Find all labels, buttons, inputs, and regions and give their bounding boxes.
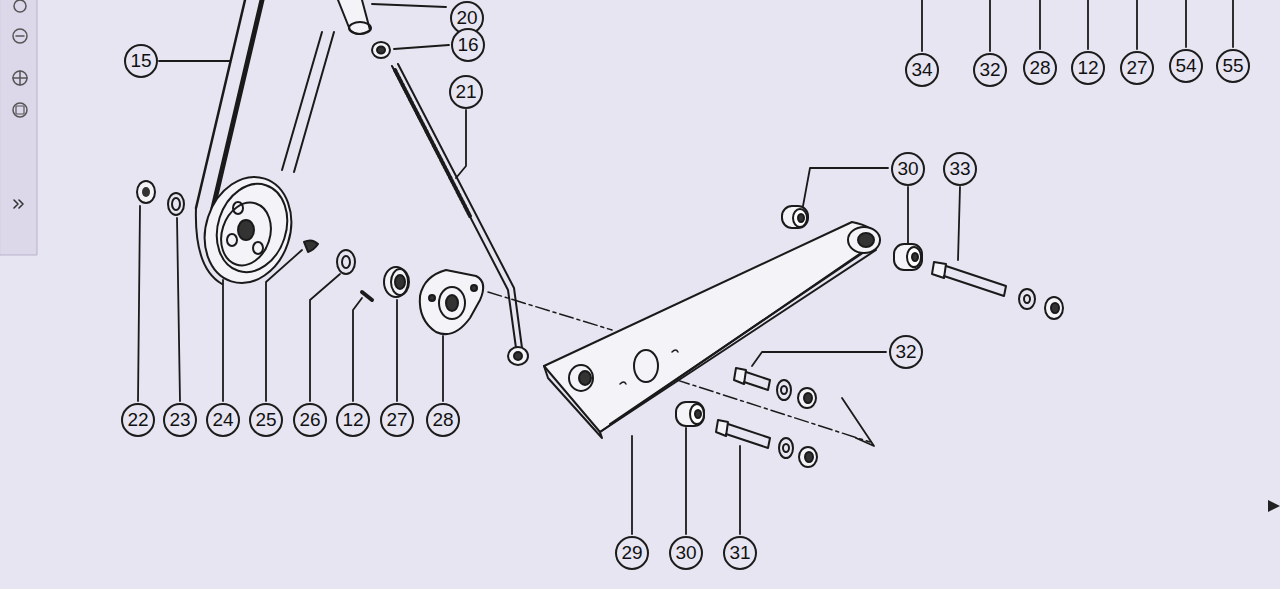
callout-number: 28	[1023, 51, 1057, 85]
callout-number: 12	[336, 403, 370, 437]
callout-number: 29	[615, 536, 649, 570]
part-22-hole	[142, 187, 150, 197]
callout-number: 30	[669, 536, 703, 570]
callout-number: 23	[163, 403, 197, 437]
part-20	[338, 0, 371, 34]
bushing-30	[676, 402, 704, 426]
page-arrow	[1268, 500, 1280, 512]
callout-number: 12	[1071, 51, 1105, 85]
callout-number: 33	[943, 152, 977, 186]
callout-number: 27	[1120, 51, 1154, 85]
center-line	[488, 292, 612, 330]
callout-number: 54	[1169, 49, 1203, 83]
bolt-32	[734, 368, 816, 408]
bolt-31	[716, 420, 817, 467]
callout-number: 27	[380, 403, 414, 437]
part-16	[372, 42, 390, 58]
leader-lines	[138, 0, 1233, 534]
part-23	[168, 193, 184, 215]
part-26	[337, 250, 355, 274]
callout-number: 22	[121, 403, 155, 437]
center-line	[652, 372, 870, 442]
callout-number: 28	[426, 403, 460, 437]
rod-21	[392, 64, 528, 365]
callout-number: 31	[723, 536, 757, 570]
bushing-30	[894, 244, 922, 270]
callout-number: 26	[293, 403, 327, 437]
callout-number: 34	[905, 53, 939, 87]
part-26-hole	[342, 256, 350, 268]
part-22	[137, 181, 155, 203]
callout-number: 30	[891, 152, 925, 186]
bracket-line	[842, 398, 874, 446]
callout-number: 32	[889, 335, 923, 369]
callout-number: 16	[451, 28, 485, 62]
viewer-toolbar	[0, 0, 37, 255]
part-23-hole	[172, 198, 180, 210]
callout-number: 25	[249, 403, 283, 437]
part-28	[420, 270, 483, 334]
callout-number: 15	[124, 44, 158, 78]
part-25	[304, 240, 318, 252]
bolt-33	[932, 262, 1063, 319]
bushing-30	[782, 206, 808, 228]
callout-number: 55	[1216, 49, 1250, 83]
callout-number: 24	[206, 403, 240, 437]
callout-number: 21	[449, 75, 483, 109]
arm-29	[544, 222, 880, 438]
part-27	[384, 267, 409, 297]
part-12	[362, 292, 372, 300]
callout-number: 32	[973, 53, 1007, 87]
pulley-24	[191, 166, 304, 295]
